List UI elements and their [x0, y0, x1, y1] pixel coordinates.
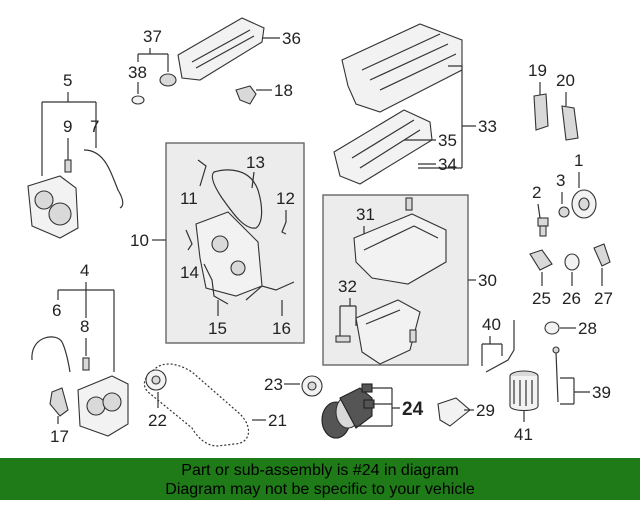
callout-18: 18 — [274, 81, 293, 100]
callout-6: 6 — [52, 301, 61, 320]
callout-26: 26 — [562, 289, 581, 308]
callout-9: 9 — [63, 117, 72, 136]
callout-33: 33 — [478, 117, 497, 136]
callout-11: 11 — [180, 189, 198, 208]
callout-5: 5 — [63, 71, 72, 90]
upper-oil-pan-part — [353, 197, 447, 285]
guide-17-part — [49, 387, 69, 417]
callout-4: 4 — [80, 261, 89, 280]
callout-30: 30 — [478, 271, 497, 290]
banner-line-1: Part or sub-assembly is #24 in diagram — [181, 462, 459, 479]
oil-filter-part — [509, 370, 539, 412]
pickup-29-part — [437, 397, 471, 427]
callout-31: 31 — [356, 205, 375, 224]
oil-filler-cap-part — [131, 73, 177, 105]
callout-15: 15 — [208, 319, 227, 338]
callout-29: 29 — [476, 401, 495, 420]
sprocket-22-part — [145, 369, 167, 391]
valve-cover-part — [333, 109, 433, 185]
callout-39: 39 — [592, 383, 611, 402]
callout-22: 22 — [148, 411, 167, 430]
cylinder-head-part — [341, 23, 463, 113]
crank-pulley-part — [571, 189, 597, 219]
callout-8: 8 — [80, 317, 89, 336]
callout-3: 3 — [556, 171, 565, 190]
callout-14: 14 — [180, 263, 199, 282]
callout-28: 28 — [578, 319, 597, 338]
timing-cover-inner-part — [195, 211, 263, 297]
lower-oil-pan-part — [355, 299, 421, 365]
crank-bolt-part — [537, 217, 549, 237]
sensor-18-part — [235, 85, 257, 105]
timing-chain-part — [211, 169, 263, 229]
callout-1: 1 — [574, 151, 583, 170]
timing-belt-part — [143, 363, 250, 447]
front-timing-cover-part — [77, 375, 129, 437]
callout-16: 16 — [272, 319, 291, 338]
callout-17: 17 — [50, 427, 69, 446]
callout-2: 2 — [532, 183, 541, 202]
callout-12: 12 — [276, 189, 295, 208]
info-banner: Part or sub-assembly is #24 in diagram D… — [0, 458, 640, 500]
callout-41: 41 — [514, 425, 533, 444]
callout-32: 32 — [338, 277, 357, 296]
sensor-25-part — [529, 249, 553, 271]
sprocket-23-part — [301, 375, 323, 397]
callout-19: 19 — [528, 61, 547, 80]
callout-13: 13 — [246, 153, 265, 172]
callout-38: 38 — [128, 63, 147, 82]
callout-10: 10 — [130, 231, 149, 250]
callout-25: 25 — [532, 289, 551, 308]
cam-cover-part — [177, 17, 265, 81]
callout-20: 20 — [556, 71, 575, 90]
banner-line-2: Diagram may not be specific to your vehi… — [165, 481, 475, 498]
callout-36: 36 — [282, 29, 301, 48]
callout-23: 23 — [264, 375, 283, 394]
callout-40: 40 — [482, 315, 501, 334]
callout-37: 37 — [143, 27, 162, 46]
callout-21: 21 — [268, 411, 287, 430]
callout-35: 35 — [438, 131, 457, 150]
callout-34: 34 — [438, 155, 457, 174]
callout-27: 27 — [594, 289, 613, 308]
oil-pump-part-24[interactable] — [321, 383, 375, 439]
exploded-parts-diagram: 36 37 38 18 5 9 7 4 6 8 17 10 13 — [27, 17, 613, 447]
callout-24: 24 — [402, 399, 424, 420]
rear-timing-cover-part — [27, 175, 79, 239]
callout-7: 7 — [90, 117, 99, 136]
